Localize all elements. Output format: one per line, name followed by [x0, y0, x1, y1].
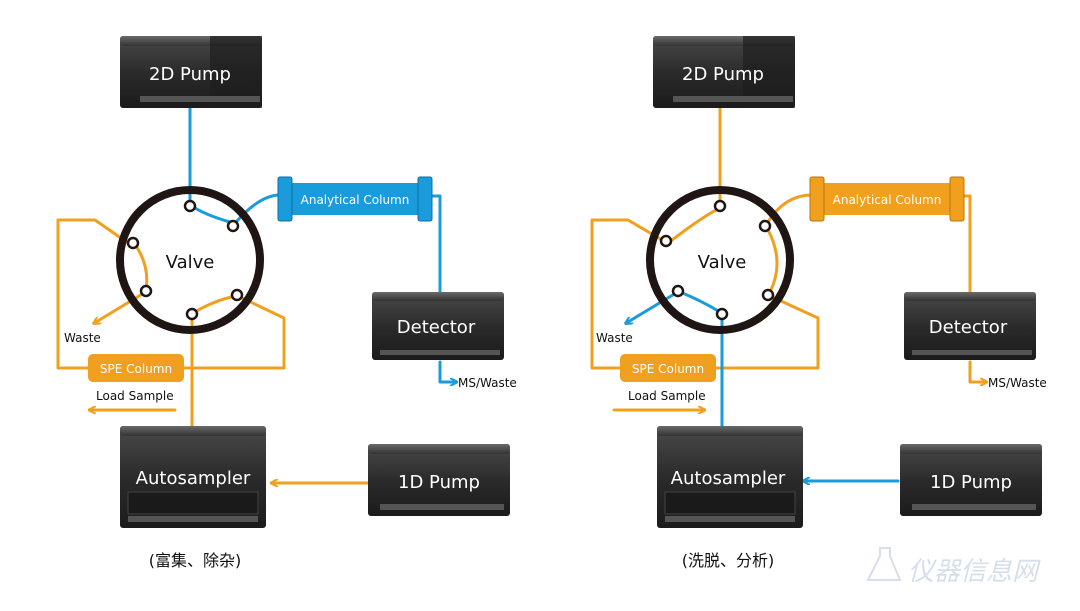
- left-spe-column-label: SPE Column: [100, 362, 172, 376]
- right-2d-pump: 2D Pump: [653, 36, 795, 108]
- right-valve-ports: [659, 199, 775, 321]
- left-analytical-column-label: Analytical Column: [301, 193, 410, 207]
- left-blue-line-valve-column: [234, 193, 282, 224]
- right-1d-pump-label: 1D Pump: [930, 472, 1012, 493]
- right-spe-column: SPE Column: [620, 354, 716, 382]
- left-ms-waste-label: MS/Waste: [458, 376, 517, 390]
- left-detector-label: Detector: [397, 317, 476, 338]
- flask-logo-icon: [866, 547, 902, 581]
- right-caption: (洗脱、分析): [682, 551, 775, 570]
- left-valve-port: [185, 307, 199, 321]
- left-valve-port: [230, 288, 244, 302]
- left-tubing: [56, 106, 454, 483]
- right-orange-valve-internal-top: [670, 206, 722, 242]
- right-autosampler: Autosampler: [657, 426, 803, 528]
- watermark-text: 仪器信息网: [908, 557, 1041, 587]
- left-1d-pump-label: 1D Pump: [398, 472, 480, 493]
- right-valve-ring: [646, 186, 794, 334]
- right-ms-waste-label: MS/Waste: [988, 376, 1047, 390]
- right-valve-port: [659, 234, 673, 248]
- right-1d-pump: 1D Pump: [900, 444, 1042, 516]
- left-valve-ports: [126, 199, 244, 321]
- left-2d-pump-label: 2D Pump: [149, 64, 231, 85]
- right-panel: Valve 2D Pump Analytical Column Detector…: [590, 36, 1047, 570]
- right-orange-loop: [590, 218, 666, 370]
- right-detector: Detector: [904, 292, 1036, 360]
- right-orange-line-detector-ms: [968, 360, 984, 382]
- right-analytical-column-label: Analytical Column: [833, 193, 942, 207]
- left-autosampler: Autosampler: [120, 426, 266, 528]
- right-valve-label: Valve: [698, 252, 747, 273]
- left-waste-label: Waste: [64, 331, 101, 345]
- left-orange-spe-valve: [182, 294, 286, 370]
- left-valve-port: [126, 236, 140, 250]
- left-orange-valve-internal-2: [191, 294, 238, 315]
- left-analytical-column: Analytical Column: [277, 176, 433, 222]
- right-autosampler-label: Autosampler: [671, 468, 786, 489]
- left-valve-port: [139, 284, 153, 298]
- left-1d-pump: 1D Pump: [368, 444, 510, 516]
- left-valve-label: Valve: [166, 252, 215, 273]
- left-autosampler-label: Autosampler: [136, 468, 251, 489]
- left-orange-loop: [56, 218, 130, 370]
- right-valve-port: [715, 307, 729, 321]
- watermark: 仪器信息网: [866, 547, 1041, 587]
- right-spe-column-label: SPE Column: [632, 362, 704, 376]
- right-blue-waste: [628, 291, 678, 322]
- right-orange-spe-valve: [712, 294, 820, 370]
- left-valve-port: [183, 199, 197, 213]
- left-orange-valve-internal: [132, 241, 149, 292]
- right-waste-label: Waste: [596, 331, 633, 345]
- left-2d-pump: 2D Pump: [120, 36, 262, 108]
- left-valve-ring: [116, 186, 264, 334]
- right-blue-valve-internal: [678, 290, 722, 314]
- right-analytical-column: Analytical Column: [809, 176, 965, 222]
- left-spe-column: SPE Column: [88, 354, 184, 382]
- right-load-sample-label: Load Sample: [628, 389, 706, 403]
- left-panel: Valve 2D Pump Analytical Column Detector: [56, 36, 517, 570]
- right-valve-port: [671, 284, 685, 298]
- left-detector: Detector: [372, 292, 504, 360]
- right-orange-valve-internal-right: [766, 228, 779, 294]
- left-load-sample-label: Load Sample: [96, 389, 174, 403]
- right-valve-port: [761, 288, 775, 302]
- left-orange-waste: [96, 291, 146, 322]
- right-detector-label: Detector: [929, 317, 1008, 338]
- left-blue-line-detector-ms: [438, 360, 454, 382]
- right-valve-port: [758, 219, 772, 233]
- right-valve-port: [713, 199, 727, 213]
- left-valve-port: [226, 219, 240, 233]
- left-caption: (富集、除杂): [149, 551, 242, 570]
- right-2d-pump-label: 2D Pump: [682, 64, 764, 85]
